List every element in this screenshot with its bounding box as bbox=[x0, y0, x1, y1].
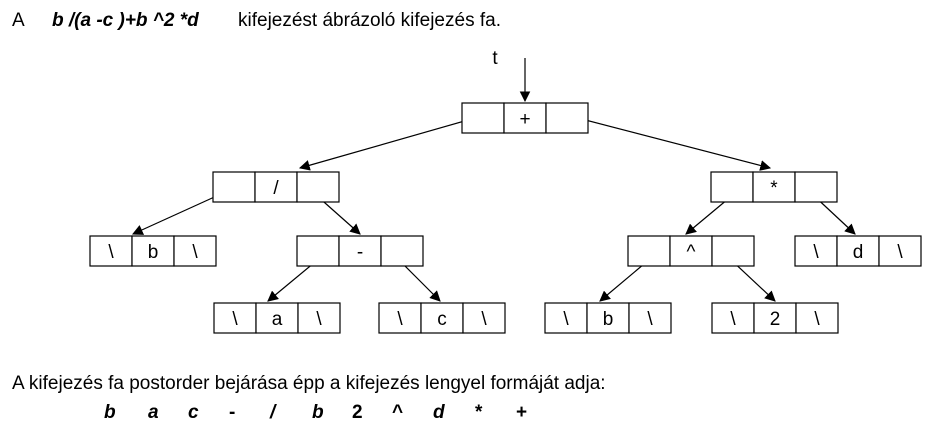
null-link-marker: \ bbox=[730, 309, 736, 330]
node-cell bbox=[544, 302, 588, 334]
node-cell bbox=[752, 171, 796, 203]
polish-token: / bbox=[270, 402, 276, 423]
null-link-marker: \ bbox=[192, 242, 198, 263]
node-cell bbox=[711, 302, 755, 334]
null-link-marker: \ bbox=[232, 309, 238, 330]
node-value-b2: b bbox=[603, 309, 614, 330]
node-cell bbox=[380, 235, 424, 267]
node-cell bbox=[669, 235, 713, 267]
node-cell bbox=[296, 171, 340, 203]
node-value-root: + bbox=[519, 109, 530, 130]
pointer-label: t bbox=[492, 48, 498, 69]
node-cell bbox=[461, 102, 505, 134]
null-link-marker: \ bbox=[316, 309, 322, 330]
polish-token: b bbox=[312, 402, 324, 423]
polish-token: b bbox=[104, 402, 116, 423]
null-link-marker: \ bbox=[647, 309, 653, 330]
node-cell bbox=[420, 302, 464, 334]
null-link-marker: \ bbox=[563, 309, 569, 330]
polish-token: a bbox=[148, 402, 159, 423]
node-cell bbox=[710, 171, 754, 203]
tree-node-b1: \ b \ bbox=[89, 235, 217, 267]
node-value-b1: b bbox=[148, 242, 159, 263]
polish-token: + bbox=[516, 402, 528, 423]
null-link-marker: \ bbox=[397, 309, 403, 330]
node-cell bbox=[297, 302, 341, 334]
polish-token: d bbox=[433, 402, 445, 423]
node-cell bbox=[794, 235, 838, 267]
polish-token: - bbox=[229, 402, 236, 423]
node-cell bbox=[627, 235, 671, 267]
title-expression: b /(a -c )+b ^2 *d bbox=[52, 10, 199, 31]
title-suffix: kifejezést ábrázoló kifejezés fa. bbox=[238, 10, 501, 31]
polish-token: ^ bbox=[392, 402, 404, 423]
node-cell bbox=[628, 302, 672, 334]
node-cell bbox=[338, 235, 382, 267]
polish-token: 2 bbox=[352, 402, 363, 423]
node-value-d: d bbox=[853, 242, 864, 263]
null-link-marker: \ bbox=[814, 309, 820, 330]
node-cell bbox=[753, 302, 797, 334]
node-value-minus: - bbox=[357, 242, 363, 263]
tree-node-slash: / bbox=[212, 171, 340, 203]
node-value-a: a bbox=[272, 309, 283, 330]
tree-node-a: \ a \ bbox=[213, 302, 341, 334]
node-cell bbox=[255, 302, 299, 334]
node-value-caret: ^ bbox=[687, 242, 696, 263]
tree-node-two: \ 2 \ bbox=[711, 302, 839, 334]
node-cell bbox=[836, 235, 880, 267]
tree-node-c: \ c \ bbox=[378, 302, 506, 334]
null-link-marker: \ bbox=[108, 242, 114, 263]
expression-tree-diagram: + / * \ b \ - ^ \ d \ \ a \ \ c \ \ b \ \ 2 \ t bbox=[89, 48, 922, 334]
tree-node-d: \ d \ bbox=[794, 235, 922, 267]
node-cell bbox=[462, 302, 506, 334]
node-cell bbox=[794, 171, 838, 203]
tree-node-star: * bbox=[710, 171, 838, 203]
node-cell bbox=[795, 302, 839, 334]
node-value-slash: / bbox=[273, 178, 279, 199]
node-cell bbox=[254, 171, 298, 203]
tree-node-caret: ^ bbox=[627, 235, 755, 267]
null-link-marker: \ bbox=[813, 242, 819, 263]
null-link-marker: \ bbox=[897, 242, 903, 263]
postorder-sentence: A kifejezés fa postorder bejárása épp a … bbox=[12, 373, 606, 394]
node-cell bbox=[378, 302, 422, 334]
node-cell bbox=[586, 302, 630, 334]
node-cell bbox=[131, 235, 175, 267]
node-cell bbox=[213, 302, 257, 334]
node-value-c: c bbox=[437, 309, 447, 330]
node-cell bbox=[296, 235, 340, 267]
node-cell bbox=[503, 102, 547, 134]
tree-node-minus: - bbox=[296, 235, 424, 267]
tree-node-root: + bbox=[461, 102, 589, 134]
node-cell bbox=[711, 235, 755, 267]
node-value-star: * bbox=[770, 178, 778, 199]
node-cell bbox=[545, 102, 589, 134]
polish-token: c bbox=[188, 402, 199, 423]
polish-token: * bbox=[475, 402, 483, 423]
node-cell bbox=[878, 235, 922, 267]
node-value-two: 2 bbox=[770, 309, 781, 330]
title-prefix: A bbox=[12, 10, 25, 31]
null-link-marker: \ bbox=[481, 309, 487, 330]
tree-node-b2: \ b \ bbox=[544, 302, 672, 334]
node-cell bbox=[212, 171, 256, 203]
node-cell bbox=[173, 235, 217, 267]
